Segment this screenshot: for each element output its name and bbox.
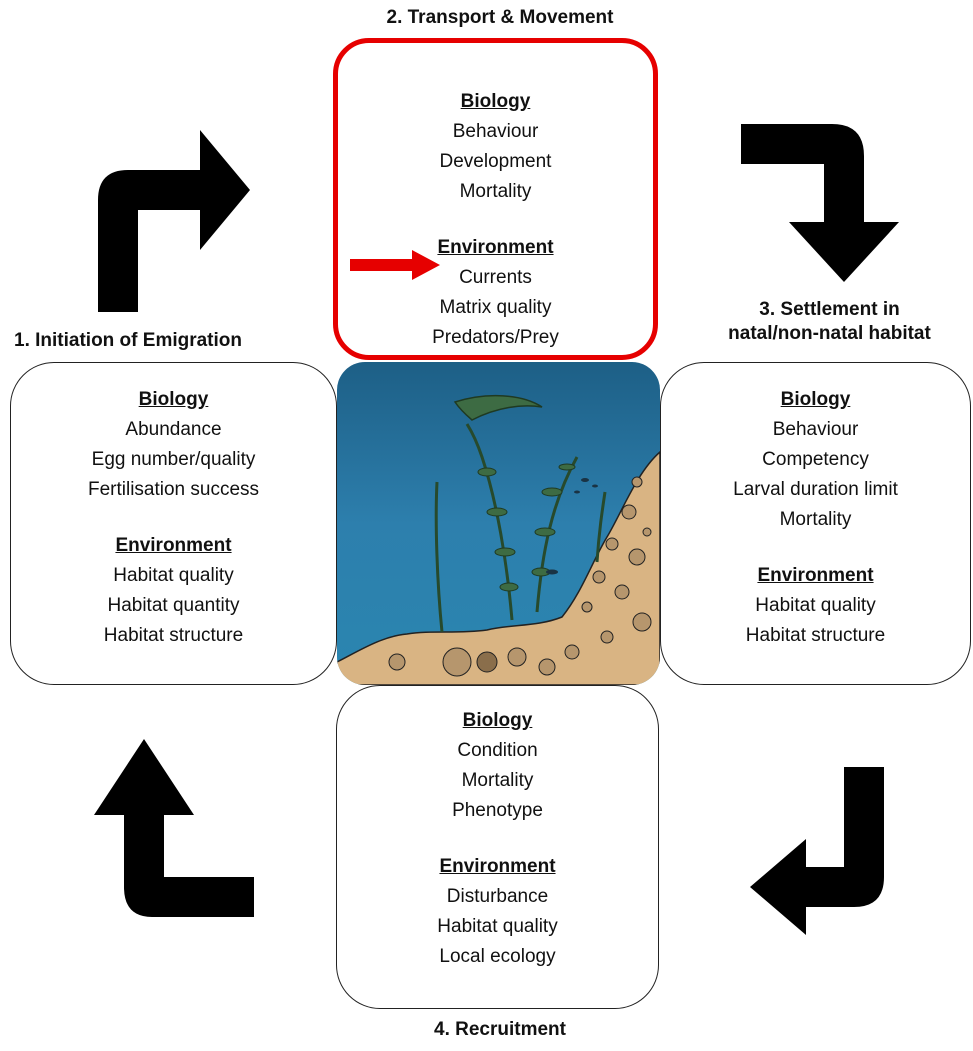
recruitment-biology-item: Mortality <box>461 770 534 791</box>
cycle-arrow-up-right-icon <box>98 130 250 312</box>
transport-biology-item: Behaviour <box>452 121 539 142</box>
initiation-environment-item: Habitat quality <box>113 565 234 586</box>
settlement-biology-item: Competency <box>762 449 869 470</box>
transport-environment-item: Matrix quality <box>439 297 552 318</box>
transport-stage-title: 2. Transport & Movement <box>386 7 614 28</box>
recruitment-stage-title: 4. Recruitment <box>434 1019 566 1040</box>
settlement-biology-heading: Biology <box>780 389 851 410</box>
settlement-title-line1: 3. Settlement in <box>759 299 900 320</box>
recruitment-environment-heading: Environment <box>439 856 556 877</box>
settlement-environment-item: Habitat quality <box>755 595 876 616</box>
cycle-arrow-right-down-icon <box>741 124 899 282</box>
recruitment-environment-item: Habitat quality <box>437 916 558 937</box>
settlement-title-line2: natal/non-natal habitat <box>728 323 931 344</box>
settlement-factors-box: Biology Behaviour Competency Larval dura… <box>660 362 971 685</box>
initiation-factors-box: Biology Abundance Egg number/quality Fer… <box>10 362 337 685</box>
recruitment-environment-item: Disturbance <box>446 886 549 907</box>
transport-factors-box: Biology Behaviour Development Mortality … <box>333 38 658 360</box>
initiation-environment-heading: Environment <box>115 535 232 556</box>
initiation-biology-item: Abundance <box>125 419 222 440</box>
transport-environment-heading: Environment <box>437 237 554 258</box>
initiation-environment-item: Habitat structure <box>103 625 244 646</box>
initiation-biology-item: Fertilisation success <box>87 479 260 500</box>
settlement-biology-item: Mortality <box>779 509 852 530</box>
transport-biology-item: Mortality <box>459 181 532 202</box>
settlement-biology-item: Larval duration limit <box>733 479 898 500</box>
highlight-arrow-icon <box>350 250 440 280</box>
underwater-scene-illustration <box>337 362 660 685</box>
recruitment-biology-heading: Biology <box>462 710 533 731</box>
transport-environment-item: Predators/Prey <box>432 327 559 348</box>
initiation-biology-item: Egg number/quality <box>91 449 256 470</box>
initiation-biology-heading: Biology <box>138 389 209 410</box>
recruitment-biology-item: Condition <box>457 740 538 761</box>
initiation-environment-item: Habitat quantity <box>107 595 240 616</box>
cycle-arrow-down-left-icon <box>750 767 884 935</box>
cycle-arrow-left-up-icon <box>94 739 254 917</box>
settlement-biology-item: Behaviour <box>772 419 859 440</box>
transport-biology-item: Development <box>439 151 552 172</box>
transport-environment-item-currents: Currents <box>459 267 532 288</box>
transport-biology-heading: Biology <box>460 91 531 112</box>
recruitment-factors-box: Biology Condition Mortality Phenotype En… <box>336 685 659 1009</box>
kelp-canopy <box>453 394 543 421</box>
initiation-stage-title: 1. Initiation of Emigration <box>14 330 242 351</box>
seabed-reef <box>337 451 660 685</box>
settlement-environment-heading: Environment <box>757 565 874 586</box>
recruitment-environment-item: Local ecology <box>439 946 556 967</box>
settlement-stage-title: 3. Settlement in natal/non-natal habitat <box>686 298 973 346</box>
recruitment-biology-item: Phenotype <box>452 800 543 821</box>
settlement-environment-item: Habitat structure <box>745 625 886 646</box>
